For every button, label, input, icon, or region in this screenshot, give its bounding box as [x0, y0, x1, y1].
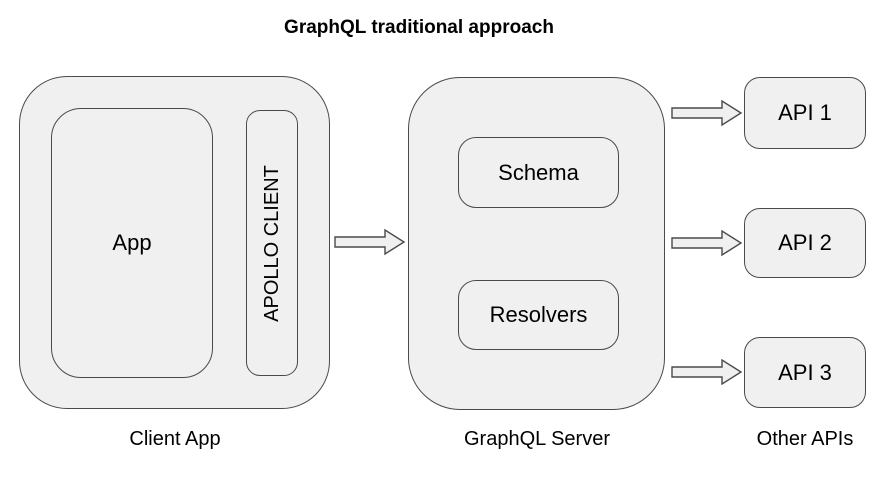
client-app-caption: Client App — [129, 428, 221, 450]
app-node-label: App — [112, 230, 152, 255]
graphql-server-caption: GraphQL Server — [464, 428, 610, 450]
api-node-2-label: API 2 — [778, 230, 832, 255]
resolvers-node-label: Resolvers — [489, 302, 588, 327]
graphql-server-group: Schema Resolvers — [408, 77, 665, 410]
other-apis-caption: Other APIs — [756, 428, 854, 450]
arrow-right-icon-server-to-api-2 — [671, 229, 743, 257]
arrow-right-icon-client-to-server — [334, 228, 406, 256]
arrow-right-icon-server-to-api-1 — [671, 99, 743, 127]
diagram-title: GraphQL traditional approach — [284, 17, 554, 38]
api-node-1: API 1 — [744, 77, 866, 149]
app-node: App — [51, 108, 213, 378]
schema-node: Schema — [458, 137, 619, 208]
api-node-3: API 3 — [744, 337, 866, 408]
apollo-client-node: APOLLO CLIENT — [246, 110, 298, 376]
api-node-2: API 2 — [744, 208, 866, 278]
client-app-group: App APOLLO CLIENT — [19, 76, 330, 409]
schema-node-label: Schema — [498, 159, 579, 185]
api-node-1-label: API 1 — [778, 100, 832, 125]
resolvers-node: Resolvers — [458, 280, 619, 350]
arrow-right-icon-server-to-api-3 — [671, 358, 743, 386]
apollo-client-label: APOLLO CLIENT — [260, 164, 283, 322]
api-node-3-label: API 3 — [778, 359, 832, 385]
